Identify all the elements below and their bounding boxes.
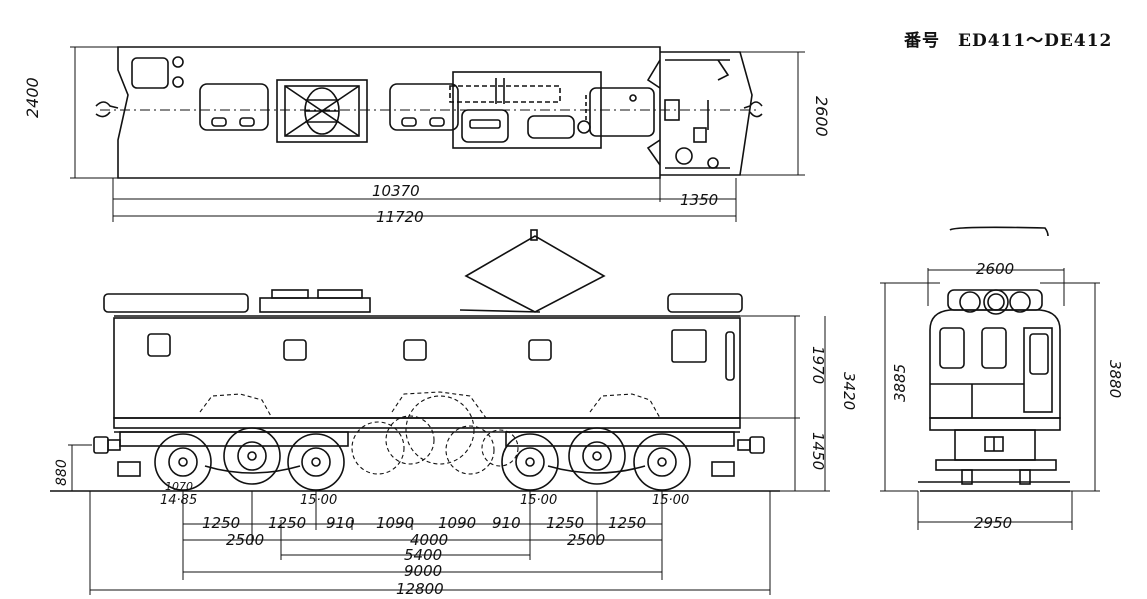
spacing-2: 1250 bbox=[268, 514, 306, 532]
dim-4000: 4000 bbox=[410, 531, 448, 549]
dim-end-height-right: 3880 bbox=[1106, 360, 1124, 398]
dim-5400: 5400 bbox=[404, 546, 442, 564]
dim-end-width-bottom: 2950 bbox=[974, 514, 1012, 532]
spacing-5: 1090 bbox=[438, 514, 476, 532]
dim-12800: 12800 bbox=[396, 580, 444, 598]
wheel-label-4: 15·00 bbox=[520, 493, 557, 508]
side-view bbox=[50, 229, 780, 492]
wheel-label-1: 1070 bbox=[165, 480, 193, 493]
dim-plan-cab-length: 1350 bbox=[680, 191, 718, 209]
spacing-4: 1090 bbox=[376, 514, 414, 532]
wheel-label-5: 15·00 bbox=[652, 493, 689, 508]
wheel-label-2: 14·85 bbox=[160, 493, 197, 508]
dim-side-coupler-height: 880 bbox=[54, 459, 70, 486]
spacing-1: 1250 bbox=[202, 514, 240, 532]
dim-side-under-height: 1450 bbox=[809, 432, 827, 470]
plan-view bbox=[95, 46, 763, 179]
dim-side-total-height: 3420 bbox=[840, 372, 858, 410]
page-title: 番号 ED411～DE412 bbox=[904, 31, 1113, 51]
spacing-8: 1250 bbox=[608, 514, 646, 532]
dim-9000: 9000 bbox=[404, 562, 442, 580]
spacing-3: 910 bbox=[326, 514, 355, 532]
dim-end-height-left: 3885 bbox=[891, 364, 909, 402]
dim-plan-total-length: 11720 bbox=[376, 208, 424, 226]
dim-end-width-top: 2600 bbox=[976, 260, 1014, 278]
dim-side-body-height: 1970 bbox=[809, 346, 827, 384]
spacing-7: 1250 bbox=[546, 514, 584, 532]
dim-bogie-right: 2500 bbox=[567, 531, 605, 549]
wheel-label-3: 15·00 bbox=[300, 493, 337, 508]
dim-plan-body-length: 10370 bbox=[372, 182, 420, 200]
dim-bogie-left: 2500 bbox=[226, 531, 264, 549]
spacing-6: 910 bbox=[492, 514, 521, 532]
end-view bbox=[918, 226, 1070, 492]
dim-plan-width-right: 2600 bbox=[812, 96, 831, 137]
dim-plan-width-left: 2400 bbox=[23, 77, 42, 118]
